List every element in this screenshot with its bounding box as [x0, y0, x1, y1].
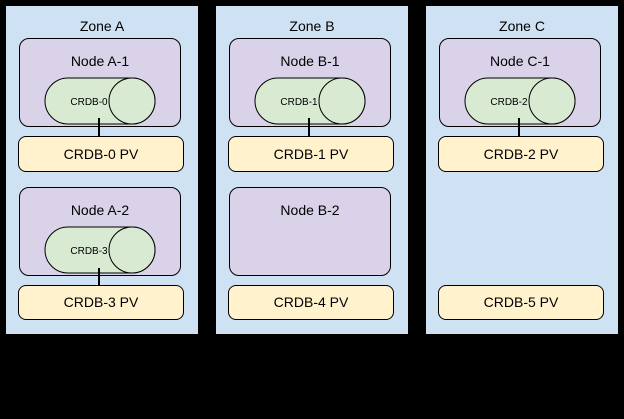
crdb-1-label: CRDB-1 [280, 97, 318, 108]
pv-crdb-3: CRDB-3 PV [18, 285, 184, 320]
node-c1: Node C-1 CRDB-2 [439, 38, 601, 127]
zone-a-label: Zone A [79, 18, 125, 34]
node-a1-label: Node A-1 [70, 53, 130, 69]
database-cylinder-icon: CRDB-0 [44, 77, 156, 125]
connector-node-b1-pv [308, 118, 310, 138]
database-cylinder-icon: CRDB-1 [254, 77, 366, 125]
zone-c: Zone C Node C-1 CRDB-2 CRDB-2 PV CRDB-5 … [425, 5, 619, 335]
pv-crdb-1: CRDB-1 PV [228, 136, 394, 172]
zone-a: Zone A Node A-1 CRDB-0 CRDB-0 PV Node A-… [5, 5, 199, 335]
node-b1-label: Node B-1 [280, 53, 340, 69]
connector-node-a2-pv [98, 268, 100, 287]
crdb-2-label: CRDB-2 [490, 97, 528, 108]
node-b1: Node B-1 CRDB-1 [229, 38, 391, 127]
database-cylinder-icon: CRDB-3 [44, 226, 156, 274]
database-cylinder-icon: CRDB-2 [464, 77, 576, 125]
node-c1-label: Node C-1 [490, 53, 550, 69]
pv-crdb-4: CRDB-4 PV [228, 285, 394, 320]
pv-crdb-2: CRDB-2 PV [438, 136, 604, 172]
node-b2-label: Node B-2 [280, 202, 340, 218]
connector-node-a1-pv [98, 118, 100, 138]
crdb-3-label: CRDB-3 [70, 246, 108, 257]
node-a1: Node A-1 CRDB-0 [19, 38, 181, 127]
node-a2: Node A-2 CRDB-3 [19, 187, 181, 276]
crdb-0-label: CRDB-0 [70, 97, 108, 108]
node-b2: Node B-2 [229, 187, 391, 276]
zone-b-label: Zone B [289, 18, 335, 34]
zone-c-label: Zone C [499, 18, 545, 34]
pv-crdb-5: CRDB-5 PV [438, 285, 604, 320]
zone-b: Zone B Node B-1 CRDB-1 CRDB-1 PV Node B-… [215, 5, 409, 335]
connector-node-c1-pv [518, 118, 520, 138]
node-a2-label: Node A-2 [70, 202, 130, 218]
pv-crdb-0: CRDB-0 PV [18, 136, 184, 172]
